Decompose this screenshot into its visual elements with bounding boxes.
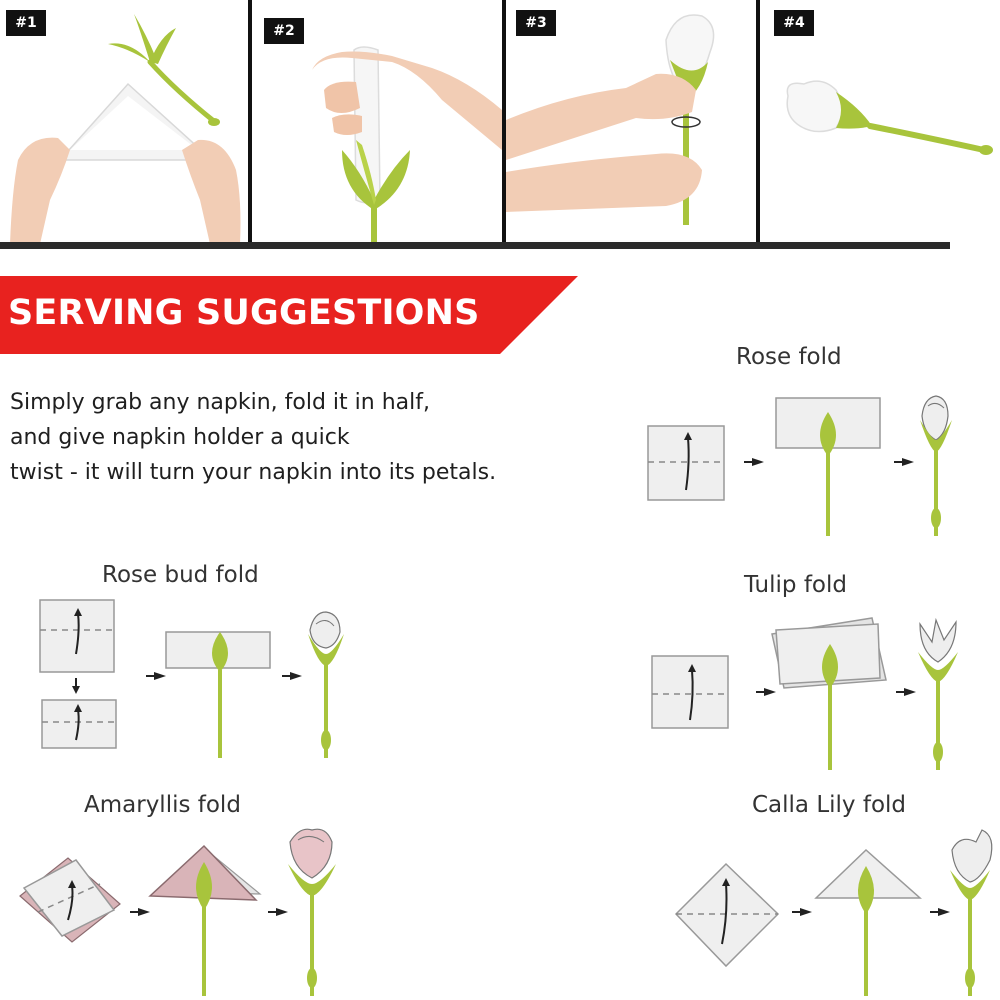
step-4-panel: #4 bbox=[760, 0, 1000, 244]
intro-line: Simply grab any napkin, fold it in half, bbox=[10, 390, 430, 415]
banner-title: SERVING SUGGESTIONS bbox=[8, 293, 480, 333]
calla-lily-fold: Calla Lily fold bbox=[660, 790, 1000, 1000]
step-badge: #1 bbox=[6, 10, 46, 36]
calla-lily-fold-diagram bbox=[674, 829, 993, 996]
step-2-panel: #2 bbox=[252, 0, 502, 244]
step-1-photo bbox=[10, 14, 241, 244]
fold-title: Calla Lily fold bbox=[752, 792, 907, 818]
tulip-fold: Tulip fold bbox=[640, 570, 1000, 780]
step-badge: #2 bbox=[264, 18, 304, 44]
intro-line: and give napkin holder a quick bbox=[10, 425, 350, 450]
step-3-photo bbox=[506, 14, 715, 225]
fold-title: Tulip fold bbox=[744, 572, 847, 598]
rose-bud-fold: Rose bud fold bbox=[30, 560, 370, 770]
step-badge: #4 bbox=[774, 10, 814, 36]
step-badge: #3 bbox=[516, 10, 556, 36]
fold-title: Amaryllis fold bbox=[84, 792, 241, 818]
banner-shape bbox=[0, 276, 578, 354]
amaryllis-fold: Amaryllis fold bbox=[10, 790, 370, 1000]
fold-title: Rose fold bbox=[736, 344, 842, 370]
step-divider bbox=[248, 0, 252, 244]
step-4-photo bbox=[786, 80, 993, 155]
amaryllis-fold-diagram bbox=[19, 828, 336, 996]
intro-line: twist - it will turn your napkin into it… bbox=[10, 460, 497, 485]
step-2-photo bbox=[312, 46, 502, 244]
rose-fold: Rose fold bbox=[640, 340, 1000, 550]
step-divider bbox=[756, 0, 760, 244]
instruction-steps: #1 #2 bbox=[0, 0, 1000, 250]
step-divider bbox=[502, 0, 506, 244]
rose-bud-fold-diagram bbox=[39, 599, 344, 758]
serving-suggestions-banner: SERVING SUGGESTIONS bbox=[0, 276, 580, 354]
rose-fold-diagram bbox=[647, 395, 952, 536]
step-1-panel: #1 bbox=[0, 0, 248, 244]
fold-title: Rose bud fold bbox=[102, 562, 259, 588]
step-3-panel: #3 bbox=[506, 0, 756, 244]
steps-baseline bbox=[0, 242, 950, 249]
tulip-fold-diagram bbox=[651, 617, 958, 770]
intro-text: Simply grab any napkin, fold it in half,… bbox=[10, 385, 610, 490]
